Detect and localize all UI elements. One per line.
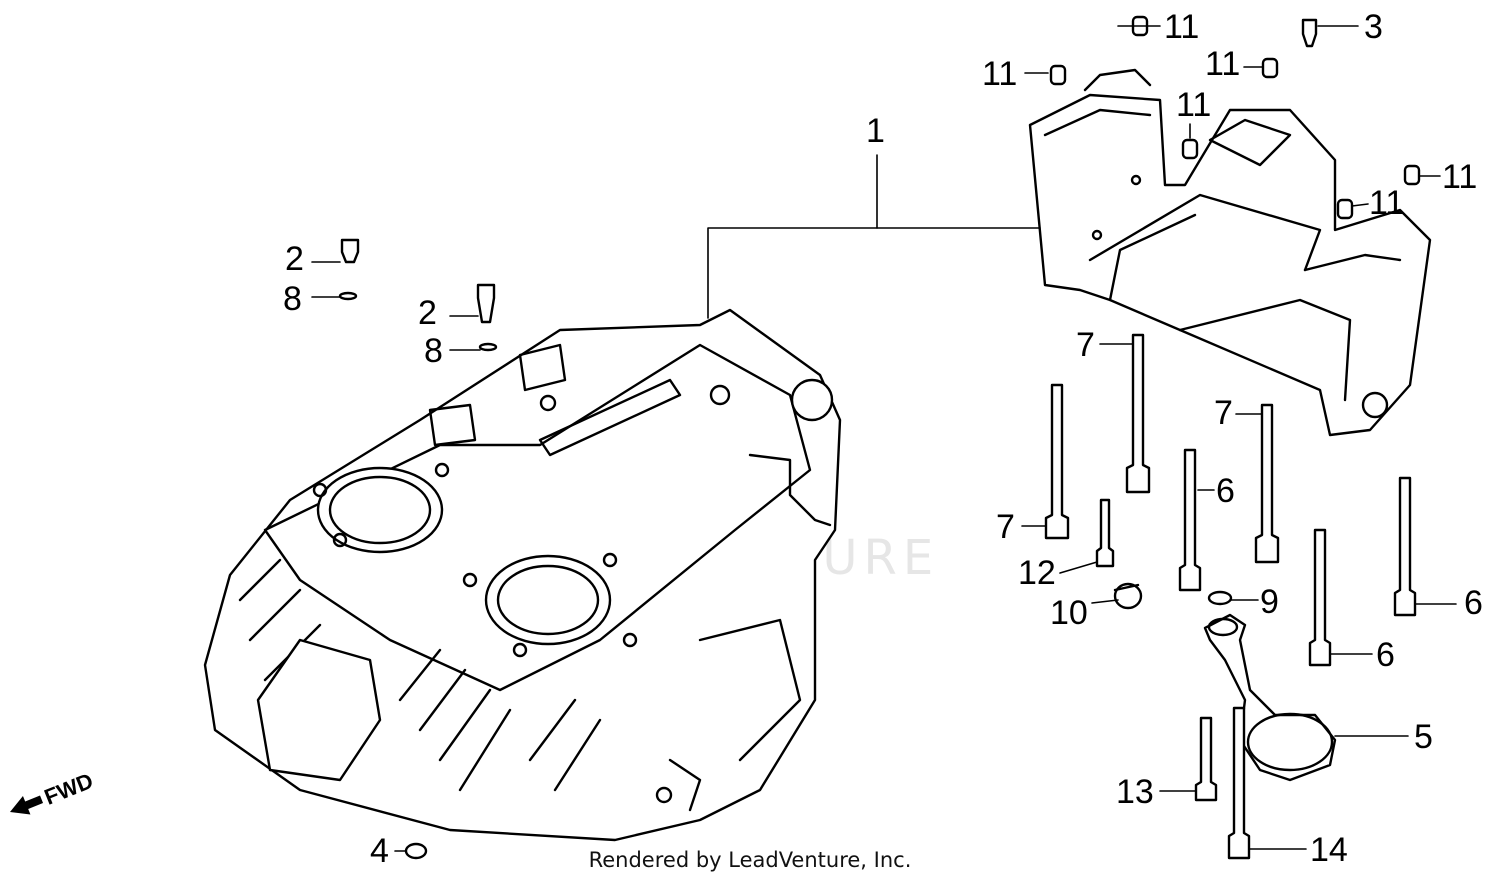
callout-9: 9 (1260, 583, 1279, 621)
callout-8: 8 (424, 332, 443, 370)
callout-6: 6 (1376, 636, 1395, 674)
fwd-label: FWD (41, 768, 97, 810)
callout-7: 7 (1076, 326, 1095, 364)
callout-11: 11 (1205, 45, 1240, 83)
small-parts (338, 15, 1421, 860)
callout-6: 6 (1464, 584, 1483, 622)
callout-8: 8 (283, 280, 302, 318)
callout-2: 2 (418, 294, 437, 332)
arrow-left-icon (10, 795, 44, 815)
callout-2: 2 (285, 240, 304, 278)
callout-6: 6 (1216, 472, 1235, 510)
callout-11: 11 (982, 55, 1017, 93)
callout-5: 5 (1414, 718, 1433, 756)
callout-7: 7 (996, 508, 1015, 546)
callout-7: 7 (1214, 394, 1233, 432)
crankcase-illustration (203, 308, 842, 842)
footer-credit: Rendered by LeadVenture, Inc. (588, 848, 912, 872)
forward-direction-indicator: FWD (10, 768, 97, 815)
callout-11: 11 (1442, 158, 1477, 196)
callout-3: 3 (1364, 8, 1383, 46)
crankshaft-holder-illustration (1028, 68, 1432, 437)
callout-14: 14 (1310, 831, 1348, 869)
callout-1: 1 (866, 112, 885, 150)
callout-12: 12 (1018, 554, 1056, 592)
leader-lines (311, 25, 1457, 852)
callout-11: 11 (1164, 8, 1199, 46)
callout-13: 13 (1116, 773, 1154, 811)
callout-11: 11 (1369, 184, 1404, 222)
callouts: 1 11 11 11 11 11 11 3 2 8 2 8 7 7 6 7 12… (283, 8, 1483, 870)
callout-10: 10 (1050, 594, 1088, 632)
callout-4: 4 (370, 832, 389, 870)
callout-11: 11 (1176, 86, 1211, 124)
